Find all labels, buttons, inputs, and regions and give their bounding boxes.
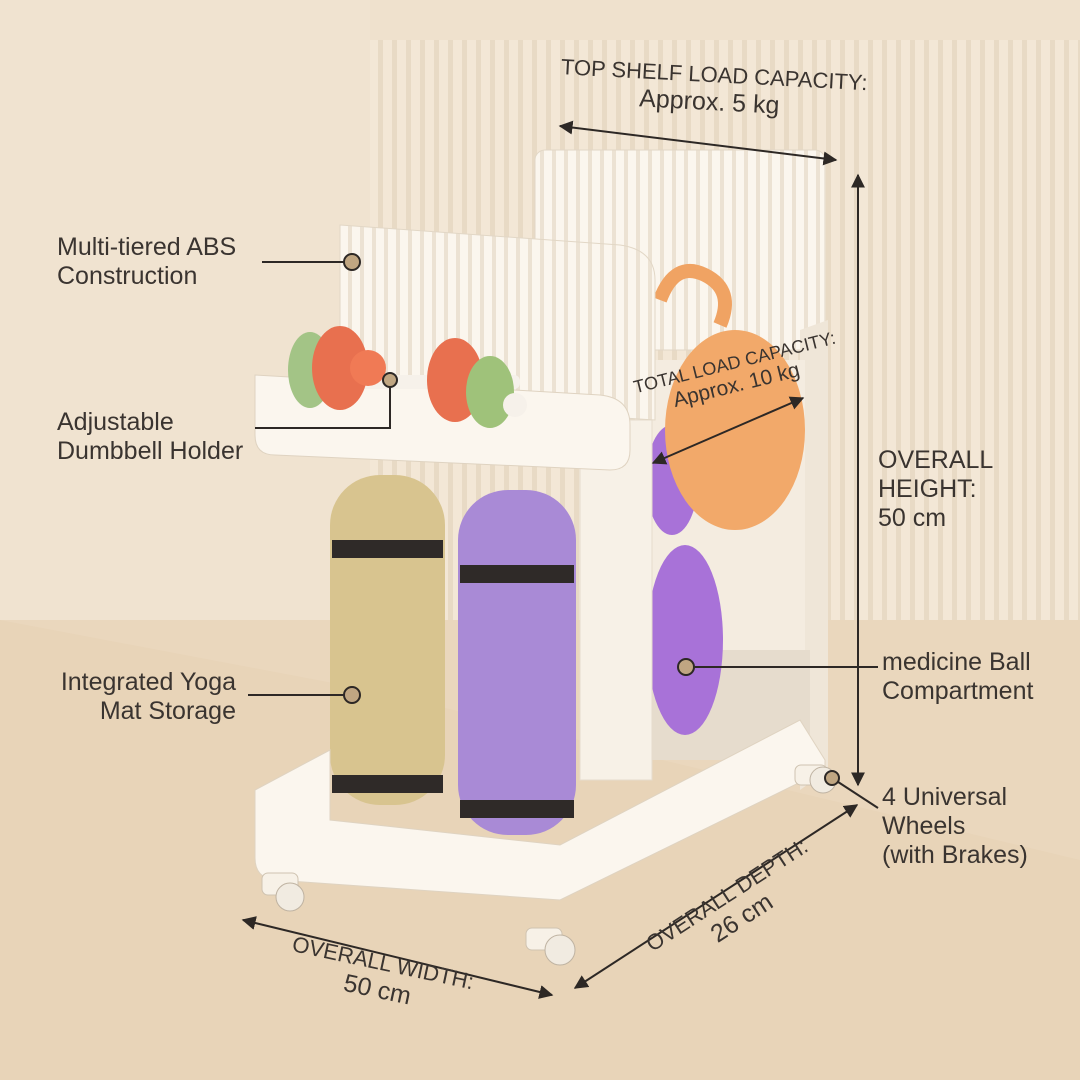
yoga-mat-purple-strap-2: [460, 800, 574, 818]
dumbbell-plate-2: [312, 326, 368, 410]
wheel-front-left: [261, 872, 305, 912]
yoga-mat-storage-label: Integrated Yoga Mat Storage: [60, 668, 236, 725]
yoga-callout-dot: [343, 686, 361, 704]
abs-callout-dot: [343, 253, 361, 271]
ball-compartment-label: medicine Ball Compartment: [882, 648, 1034, 705]
yoga-mat-purple-strap-1: [460, 565, 574, 583]
ball-orange-handle: [653, 264, 732, 328]
wheels-callout-dot: [824, 770, 840, 786]
yoga-mat-purple: [458, 490, 576, 835]
wheels-label: 4 Universal Wheels (with Brakes): [882, 783, 1028, 869]
dumbbell-plate-4: [466, 356, 514, 428]
dumbbell-holder-label: Adjustable Dumbbell Holder: [57, 408, 244, 465]
depth-arrow: [573, 804, 859, 989]
yoga-mat-tan-strap-1: [332, 540, 443, 558]
abs-construction-label: Multi-tiered ABS Construction: [57, 233, 237, 290]
center-post: [579, 419, 653, 781]
yoga-mat-tan-strap-2: [332, 775, 443, 793]
top-front-panel: [339, 224, 656, 421]
top-shelf-arrow: [558, 120, 838, 166]
width-arrow: [241, 916, 554, 999]
wheels-leader-line: [831, 777, 879, 809]
dumbbell-callout-dot: [382, 372, 398, 388]
dumbbell-cap: [350, 350, 386, 386]
dumbbell-cap-2: [503, 393, 527, 417]
ball-purple: [647, 545, 723, 735]
yoga-mat-tan: [330, 475, 445, 805]
overall-height-label: OVERALL HEIGHT: 50 cm: [878, 446, 994, 532]
ball-callout-dot: [677, 658, 695, 676]
total-load-arrow: [651, 396, 805, 465]
dumbbell-leader-line: [255, 380, 391, 429]
